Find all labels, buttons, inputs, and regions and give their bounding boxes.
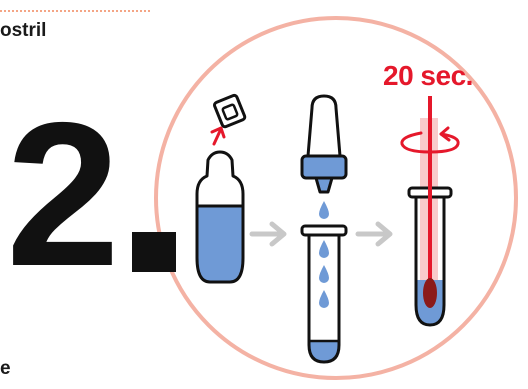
dropper-bottle-icon [197, 152, 243, 282]
next-step-arrow-icon [252, 224, 284, 244]
remove-cap-arrow-icon [212, 128, 224, 144]
liquid-drops [319, 201, 329, 308]
step-number-dot [132, 232, 176, 272]
cap-icon [214, 95, 246, 128]
step-number: 2 [6, 92, 112, 297]
timer-label: 20 sec. [383, 60, 473, 92]
next-step-arrow-icon [358, 224, 390, 244]
dropper-icon [302, 96, 346, 192]
